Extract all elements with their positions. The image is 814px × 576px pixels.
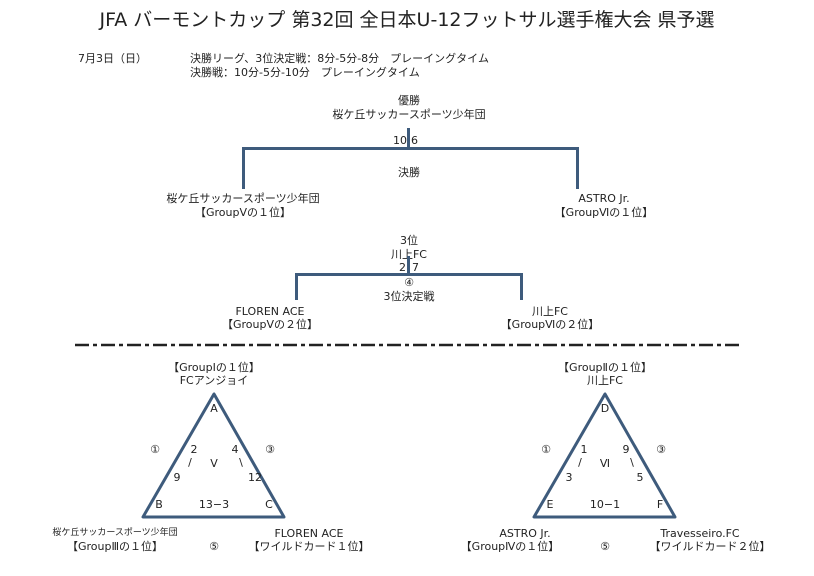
group-vi-bottom-score: 10−1 xyxy=(589,498,621,511)
group-v-score-b-a: 9 xyxy=(173,471,181,484)
group-v-right-team: FLOREN ACE xyxy=(274,527,344,540)
group-vi-bottom-match: ⑤ xyxy=(600,540,610,553)
third-score-right: 7 xyxy=(412,261,419,274)
third-score-left: 2 xyxy=(399,261,406,274)
final-bracket-bar xyxy=(242,147,579,150)
group-vi-score-d-f: 9 xyxy=(622,443,630,456)
final-match-label: 決勝 xyxy=(398,166,420,179)
group-v-bottom-match: ⑤ xyxy=(209,540,219,553)
group-v-bottom-score: 13−3 xyxy=(198,498,230,511)
final-right-team: ASTRO Jr. xyxy=(578,192,630,205)
final-left-team: 桜ケ丘サッカースポーツ少年団 xyxy=(166,192,320,205)
group-vi-right-team: Travesseiro.FC xyxy=(660,527,740,540)
group-v-vertex-a: A xyxy=(210,402,218,415)
group-v-triangle xyxy=(141,392,286,519)
group-v-top-seed: 【GroupⅠの１位】 xyxy=(168,361,260,374)
group-v-right-match: ③ xyxy=(265,443,275,456)
group-vi-score-e-d: 3 xyxy=(565,471,573,484)
third-bracket-stem xyxy=(407,256,410,276)
schedule-line-2: 決勝戦：10分-5分-10分 プレーイングタイム xyxy=(190,66,420,79)
group-v-score-c-a: 12 xyxy=(248,471,262,484)
third-place-label: 3位 xyxy=(400,234,418,247)
group-vi-vertex-e: E xyxy=(546,498,554,511)
schedule-line-1: 決勝リーグ、3位決定戦：8分-5分-8分 プレーイングタイム xyxy=(190,52,489,65)
third-right-team: 川上FC xyxy=(531,305,568,318)
group-vi-score-f-d: 5 xyxy=(636,471,644,484)
group-vi-right-match: ③ xyxy=(656,443,666,456)
group-v-vertex-b: B xyxy=(155,498,163,511)
final-score-right: 6 xyxy=(411,134,418,147)
group-vi-score-d-e: 1 xyxy=(580,443,588,456)
group-vi-vertex-f: F xyxy=(656,498,664,511)
third-right-seed: 【GroupⅥの２位】 xyxy=(500,318,600,331)
group-vi-triangle xyxy=(532,392,677,519)
final-right-seed: 【GroupⅥの１位】 xyxy=(554,206,654,219)
third-match-number: ④ xyxy=(404,276,414,289)
final-left-seed: 【GroupⅤの１位】 xyxy=(194,206,291,219)
final-winner-team: 桜ケ丘サッカースポーツ少年団 xyxy=(332,108,486,121)
group-v-slash-left: / xyxy=(188,456,192,469)
page-title: JFA バーモントカップ 第32回 全日本U-12フットサル選手権大会 県予選 xyxy=(99,9,715,31)
third-bracket-left-arm xyxy=(295,273,298,300)
group-v-right-seed: 【ワイルドカード１位】 xyxy=(248,540,370,553)
match-date: 7月3日（日） xyxy=(78,52,147,65)
third-bracket-right-arm xyxy=(520,273,523,300)
third-match-label: 3位決定戦 xyxy=(383,290,435,303)
group-vi-left-team: ASTRO Jr. xyxy=(499,527,551,540)
final-bracket-stem xyxy=(407,128,410,150)
group-vi-top-seed: 【GroupⅡの１位】 xyxy=(558,361,652,374)
final-bracket-right-arm xyxy=(576,147,579,189)
final-winner-label: 優勝 xyxy=(398,94,420,107)
group-vi-left-seed: 【GroupⅣの１位】 xyxy=(460,540,560,553)
third-bracket-bar xyxy=(295,273,523,276)
third-left-seed: 【GroupⅤの２位】 xyxy=(221,318,318,331)
third-left-team: FLOREN ACE xyxy=(235,305,305,318)
group-v-left-seed: 【GroupⅢの１位】 xyxy=(66,540,164,553)
group-v-score-a-b: 2 xyxy=(190,443,198,456)
group-v-left-match: ① xyxy=(150,443,160,456)
final-score-left: 10 xyxy=(393,134,407,147)
group-v-left-team: 桜ケ丘サッカースポーツ少年団 xyxy=(52,528,178,538)
group-vi-top-team: 川上FC xyxy=(586,374,623,387)
group-v-backslash-right: \ xyxy=(239,456,243,469)
group-v-score-a-c: 4 xyxy=(231,443,239,456)
group-vi-left-match: ① xyxy=(541,443,551,456)
third-place-team: 川上FC xyxy=(390,248,427,261)
group-vi-vertex-d: D xyxy=(600,402,610,415)
group-vi-slash-left: / xyxy=(578,456,582,469)
final-bracket-left-arm xyxy=(242,147,245,189)
group-v-vertex-c: C xyxy=(265,498,273,511)
group-vi-name: Ⅵ xyxy=(599,457,611,470)
group-vi-right-seed: 【ワイルドカード２位】 xyxy=(649,540,771,553)
group-vi-backslash-right: \ xyxy=(630,456,634,469)
group-v-top-team: FCアンジョイ xyxy=(179,374,249,387)
group-v-name: Ⅴ xyxy=(210,457,218,470)
